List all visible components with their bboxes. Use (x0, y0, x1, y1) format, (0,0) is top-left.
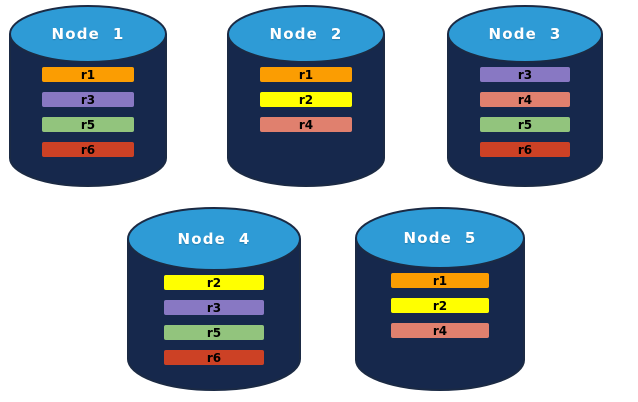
replica-label: r1 (80, 67, 96, 82)
replica-label: r2 (298, 92, 314, 107)
cylinder-top-cap (447, 5, 603, 63)
replica-bar: r6 (42, 142, 134, 157)
replica-label: r5 (206, 325, 222, 340)
replica-bar: r3 (42, 92, 134, 107)
replica-label: r4 (517, 92, 533, 107)
replica-label: r6 (80, 142, 96, 157)
replica-list: r2 r3 r5 r6 (126, 275, 302, 365)
replica-list: r3 r4 r5 r6 (446, 67, 604, 157)
replica-bar: r6 (164, 350, 264, 365)
replica-spacer (164, 340, 264, 350)
replica-spacer (260, 107, 352, 117)
replica-spacer (42, 82, 134, 92)
cylinder-top-cap (355, 207, 525, 269)
replica-spacer (42, 107, 134, 117)
replica-spacer (391, 288, 489, 298)
replica-spacer (480, 107, 570, 117)
replica-bar: r2 (164, 275, 264, 290)
replica-label: r4 (432, 323, 448, 338)
replica-bar: r5 (480, 117, 570, 132)
replica-bar: r1 (391, 273, 489, 288)
cylinder-top-cap (227, 5, 385, 63)
replica-label: r3 (80, 92, 96, 107)
replica-spacer (480, 82, 570, 92)
replica-label: r6 (206, 350, 222, 365)
replica-bar: r4 (260, 117, 352, 132)
replica-spacer (480, 132, 570, 142)
replica-label: r3 (206, 300, 222, 315)
replica-bar: r5 (42, 117, 134, 132)
replica-list: r1 r2 r4 (354, 273, 526, 338)
replica-bar: r2 (391, 298, 489, 313)
replica-bar: r4 (391, 323, 489, 338)
replica-bar: r3 (480, 67, 570, 82)
replica-label: r2 (432, 298, 448, 313)
replica-label: r4 (298, 117, 314, 132)
replica-spacer (260, 82, 352, 92)
cylinder-top-cap (9, 5, 167, 63)
replica-list: r1 r2 r4 (226, 67, 386, 132)
replica-spacer (164, 315, 264, 325)
replica-label: r5 (517, 117, 533, 132)
replica-bar: r6 (480, 142, 570, 157)
replica-label: r3 (517, 67, 533, 82)
replica-label: r6 (517, 142, 533, 157)
replica-bar: r3 (164, 300, 264, 315)
replica-spacer (164, 290, 264, 300)
replica-label: r2 (206, 275, 222, 290)
replica-list: r1 r3 r5 r6 (8, 67, 168, 157)
replica-spacer (42, 132, 134, 142)
replica-label: r1 (432, 273, 448, 288)
replica-label: r5 (80, 117, 96, 132)
replica-spacer (391, 313, 489, 323)
replica-bar: r4 (480, 92, 570, 107)
replica-bar: r1 (42, 67, 134, 82)
replica-bar: r1 (260, 67, 352, 82)
replica-label: r1 (298, 67, 314, 82)
replica-bar: r5 (164, 325, 264, 340)
replica-bar: r2 (260, 92, 352, 107)
cylinder-top-cap (127, 207, 301, 271)
